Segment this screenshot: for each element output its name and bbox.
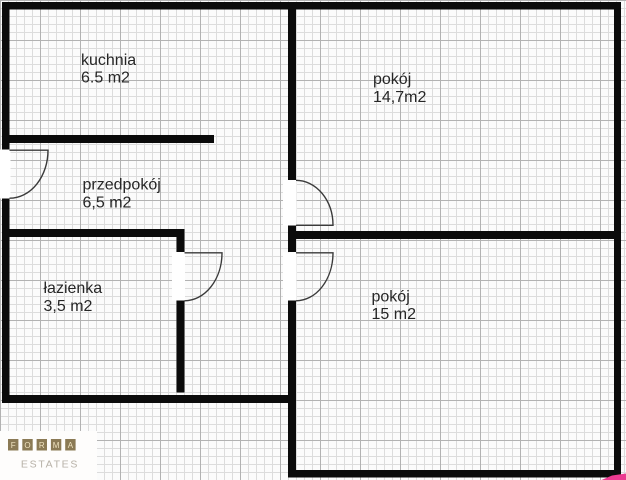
svg-text:3,5 m2: 3,5 m2 — [44, 298, 93, 315]
svg-text:przedpokój: przedpokój — [83, 177, 161, 194]
svg-text:pokój: pokój — [373, 71, 411, 88]
svg-text:14,7m2: 14,7m2 — [373, 89, 426, 106]
svg-text:A: A — [68, 441, 74, 450]
svg-text:M: M — [53, 441, 60, 450]
svg-text:15 m2: 15 m2 — [372, 306, 417, 323]
svg-text:F: F — [11, 441, 16, 450]
svg-text:ESTATES: ESTATES — [21, 459, 79, 471]
svg-text:łazienka: łazienka — [44, 280, 103, 297]
svg-text:6.5 m2: 6.5 m2 — [81, 70, 130, 87]
svg-text:6,5 m2: 6,5 m2 — [83, 195, 132, 212]
svg-text:R: R — [39, 441, 45, 450]
svg-text:kuchnia: kuchnia — [81, 52, 136, 69]
svg-text:pokój: pokój — [372, 289, 410, 306]
svg-text:O: O — [24, 441, 30, 450]
